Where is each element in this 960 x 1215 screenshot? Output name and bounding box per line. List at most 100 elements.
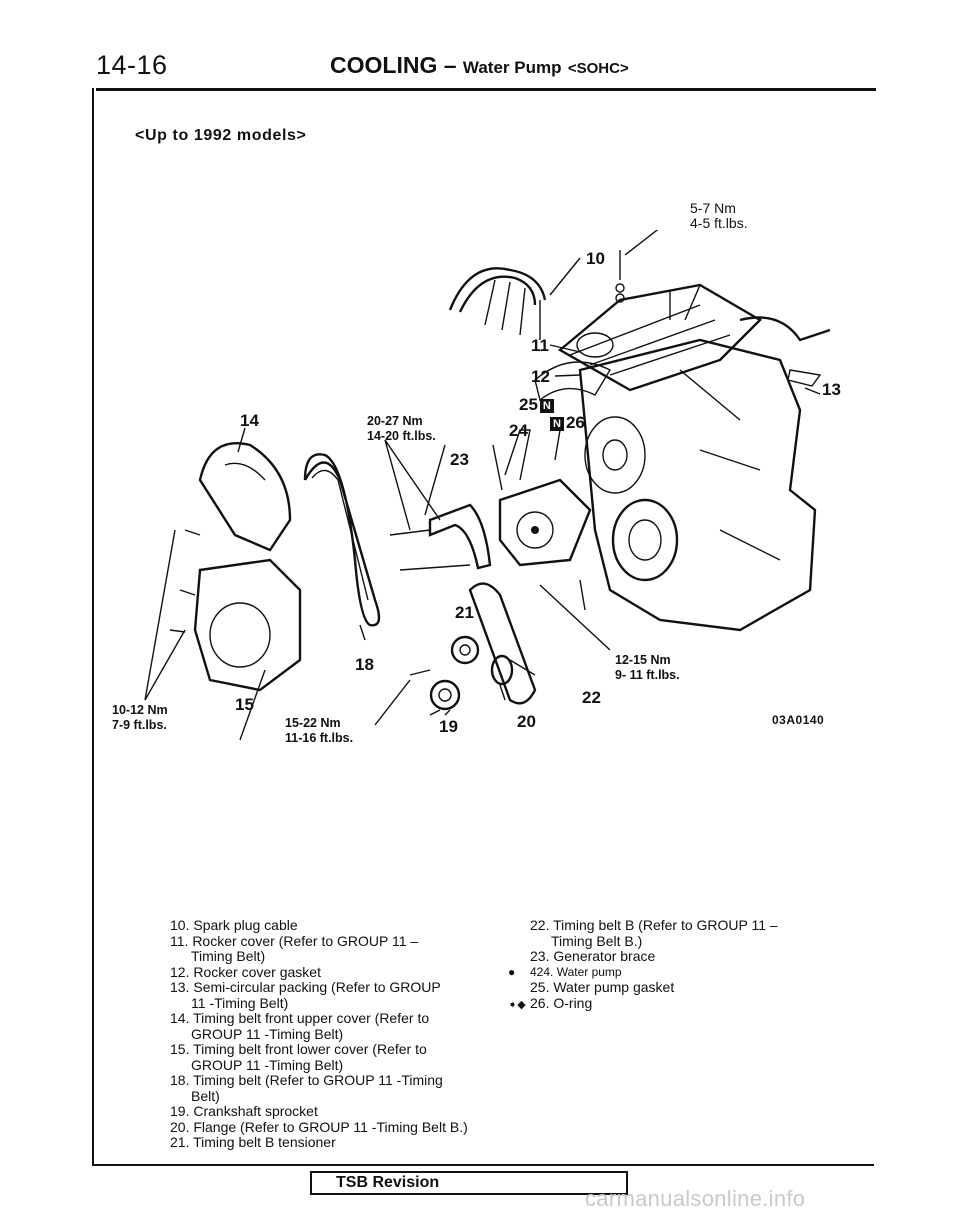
leader-22 (509, 659, 536, 676)
callout-15: 15 (235, 695, 254, 714)
timing-belt-lower-cover (193, 558, 302, 692)
install-marker-icon: ➧◆ (508, 998, 526, 1011)
callout-21: 21 (455, 603, 474, 622)
spark-plug-cable-1 (448, 267, 547, 311)
small-bolts (409, 579, 586, 716)
leader-18 (359, 624, 366, 641)
cover-bolts (169, 529, 201, 633)
legend-item: 10. Spark plug cable (170, 917, 298, 933)
models-note: <Up to 1992 models> (135, 127, 307, 144)
crankshaft-sprocket (429, 679, 461, 711)
torque-ftlbs: 7-9 ft.lbs. (112, 718, 167, 732)
leader-14 (237, 427, 246, 453)
torque-ftlbs: 4-5 ft.lbs. (690, 215, 748, 231)
callout-22: 22 (582, 688, 601, 707)
torque-spec-12-15: 12-15 Nm 9- 11 ft.lbs. (615, 653, 680, 683)
callout-19: 19 (439, 717, 458, 736)
water-pump-impeller (516, 511, 554, 549)
block-bore-2-inner (628, 519, 662, 561)
tsb-revision-label: TSB Revision (336, 1174, 440, 1191)
section-title: COOLING (330, 52, 438, 78)
legend-item: ●424. Water pump (508, 964, 622, 979)
flange (490, 654, 514, 686)
engine-block (578, 338, 817, 632)
callout-20: 20 (517, 712, 536, 731)
legend-item: 25. Water pump gasket (530, 979, 675, 995)
block-bore-2 (611, 498, 679, 582)
footer-rule (92, 1164, 874, 1166)
brace-bolts (389, 529, 471, 571)
torque-nm: 15-22 Nm (285, 716, 341, 730)
block-bore-1 (584, 416, 646, 494)
legend-right: 22. Timing belt B (Refer to GROUP 11 –Ti… (508, 917, 848, 1014)
legend-item: 21. Timing belt B tensioner (170, 1134, 336, 1150)
leader-torque-15-22 (374, 679, 411, 726)
bullet-icon: ● (508, 964, 516, 979)
n-symbol-icon: N (550, 416, 564, 431)
torque-nm: 5-7 Nm (690, 200, 736, 216)
rocker-cover-gasket (534, 361, 611, 402)
tsb-revision-box (310, 1171, 628, 1195)
legend-item: 23. Generator brace (530, 948, 656, 964)
spark-plug-cable-2 (458, 275, 537, 313)
subsection-title: Water Pump (462, 58, 562, 77)
legend-item: 14. Timing belt front upper cover (Refer… (170, 1010, 430, 1042)
legend-item: 22. Timing belt B (Refer to GROUP 11 –Ti… (530, 917, 778, 949)
legend-item: 15. Timing belt front lower cover (Refer… (170, 1041, 427, 1073)
watermark: carmanualsonline.info (585, 1186, 806, 1211)
lower-cover-window (209, 602, 271, 668)
legend-item: 12. Rocker cover gasket (170, 963, 321, 980)
legend-item: 18. Timing belt (Refer to GROUP 11 -Timi… (170, 1072, 443, 1104)
rocker-cover-ribs (569, 304, 731, 376)
page-number: 14-16 (96, 50, 168, 80)
callout-10: 10 (586, 249, 605, 268)
title-dash: – (443, 52, 457, 78)
generator-brace (428, 503, 492, 570)
timing-belt-b (468, 582, 537, 705)
leader-15 (239, 669, 266, 741)
torque-spec-10-12: 10-12 Nm 7-9 ft.lbs. (112, 703, 168, 733)
callout-24: 24 (509, 421, 528, 440)
legend-item: ➧◆26. O-ring (508, 995, 848, 1014)
callout-14: 14 (240, 411, 259, 430)
leader-24 (492, 444, 503, 491)
leader-19 (444, 709, 451, 716)
legend-item: 19. Crankshaft sprocket (170, 1103, 318, 1119)
timing-belt-inner (311, 469, 369, 601)
torque-spec-20-27: 20-27 Nm 14-20 ft.lbs. (367, 414, 436, 444)
semi-circular-packing (787, 369, 822, 387)
block-ribs (679, 369, 781, 561)
left-margin-rule (92, 88, 94, 1166)
leader-13 (804, 387, 821, 395)
leader-12 (554, 374, 581, 377)
torque-nm: 12-15 Nm (615, 653, 671, 667)
leader-torque-20-27 (384, 439, 441, 531)
plug-boots (484, 279, 541, 340)
torque-nm: 10-12 Nm (112, 703, 168, 717)
tensioner-pulley (450, 635, 480, 665)
header-rule (96, 88, 876, 91)
torque-ftlbs: 14-20 ft.lbs. (367, 429, 436, 443)
leader-11 (549, 344, 581, 353)
callout-18: 18 (355, 655, 374, 674)
callout-13: 13 (822, 380, 841, 399)
callout-23: 23 (450, 450, 469, 469)
n-symbol-icon: N (539, 398, 554, 413)
timing-belt-upper-cover (198, 442, 292, 552)
callout-26-number: 26 (565, 413, 585, 432)
torque-nm: 20-27 Nm (367, 414, 423, 428)
block-bore-1-inner (602, 439, 628, 471)
leader-torque-5-7 (624, 230, 659, 256)
callout-25-number: 25 (519, 395, 538, 414)
breather-hose (739, 316, 831, 342)
callout-11: 11 (531, 336, 549, 355)
torque-spec-5-7: 5-7 Nm 4-5 ft.lbs. (690, 201, 748, 231)
leader-torque-12-15 (539, 584, 611, 651)
oil-filler-cap (576, 332, 614, 358)
legend-item: 13. Semi-circular packing (Refer to GROU… (170, 979, 441, 1011)
legend-item: 20. Flange (Refer to GROUP 11 -Timing Be… (170, 1118, 468, 1135)
leader-20 (499, 684, 506, 701)
torque-spec-15-22: 15-22 Nm 11-16 ft.lbs. (285, 716, 353, 746)
engine-variant: <SOHC> (567, 60, 629, 77)
page-title: COOLING – Water Pump <SOHC> (330, 52, 629, 79)
